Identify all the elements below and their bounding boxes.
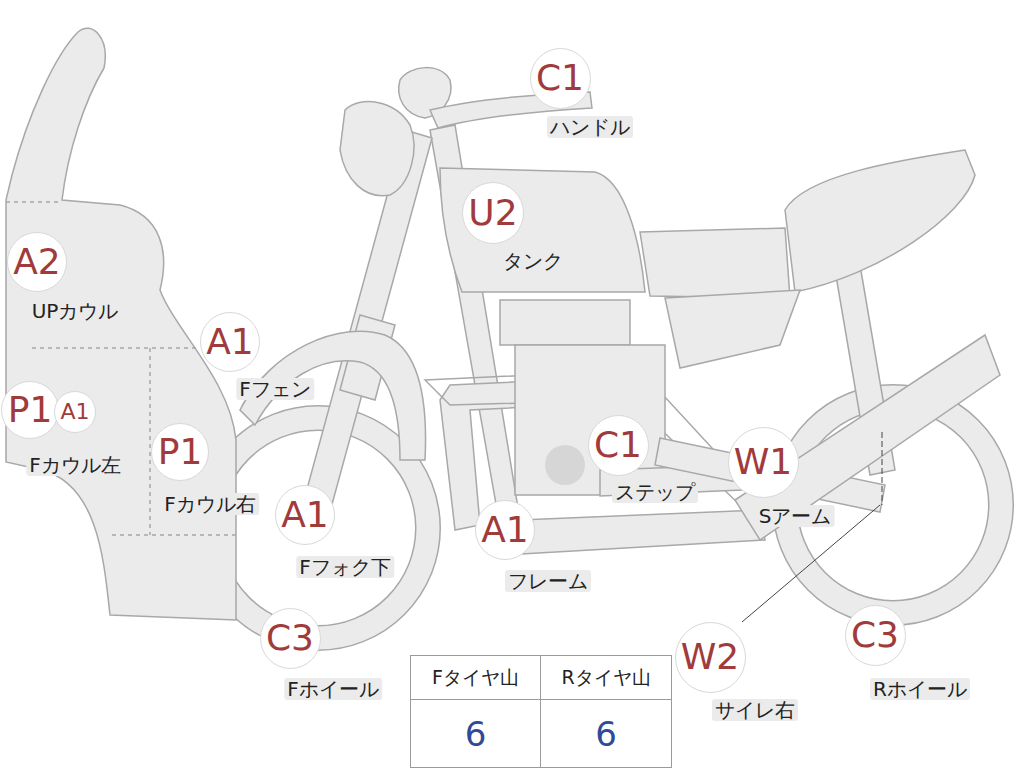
- callout-code: A1: [206, 324, 254, 360]
- callout-circle: U2: [462, 182, 524, 244]
- part-name: Fホイール: [284, 678, 382, 700]
- callout-circle: C1: [530, 48, 591, 109]
- part-name: ハンドル: [547, 116, 633, 138]
- part-name: Fカウル左: [26, 454, 124, 476]
- callout-code: A2: [13, 244, 61, 280]
- callout-circle: C3: [260, 608, 321, 669]
- callout-code: P1: [158, 434, 203, 470]
- callout-circle: A1: [200, 312, 260, 372]
- part-name: Fカウル右: [161, 493, 259, 515]
- part-name: Fフォク下: [296, 556, 394, 578]
- damage-callout: W1Sアーム: [728, 427, 799, 498]
- damage-callout: P1Fカウル左: [1, 381, 59, 439]
- callout-code: P1: [8, 392, 53, 428]
- callout-code: C3: [851, 617, 899, 653]
- callout-code: C3: [266, 620, 314, 656]
- damage-callout: A2UPカウル: [7, 232, 67, 292]
- part-name: フレーム: [505, 570, 591, 592]
- callout-code: C1: [594, 427, 642, 463]
- callout-circle: A2: [7, 232, 67, 292]
- callout-code: W2: [681, 639, 740, 675]
- callout-code: W1: [734, 444, 793, 480]
- callout-circle: W2: [675, 622, 746, 693]
- callout-circle: W1: [728, 427, 799, 498]
- part-name: サイレ右: [712, 699, 798, 721]
- table-header: Fタイヤ山: [410, 655, 541, 700]
- callout-circle: A1: [275, 485, 335, 545]
- damage-callout: C1ステップ: [588, 415, 649, 476]
- damage-callout: P1Fカウル右: [151, 423, 209, 481]
- part-name: Sアーム: [756, 505, 835, 527]
- damage-callout: A1Fフェン: [200, 312, 260, 372]
- callout-code: A1: [60, 401, 89, 423]
- damage-callout: A1フレーム: [475, 500, 535, 560]
- part-name: UPカウル: [29, 300, 122, 322]
- damage-callout: U2タンク: [462, 182, 524, 244]
- damage-callout: C1ハンドル: [530, 48, 591, 109]
- table-value: 6: [410, 699, 541, 768]
- damage-callout: W2サイレ右: [675, 622, 746, 693]
- damage-callout: A1Fフォク下: [275, 485, 335, 545]
- damage-callout: C3Rホイール: [845, 605, 906, 666]
- part-name: Rホイール: [870, 678, 970, 700]
- callout-circle: C3: [845, 605, 906, 666]
- callout-circle: P1: [1, 381, 59, 439]
- callout-code: A1: [281, 497, 329, 533]
- callout-circle: C1: [588, 415, 649, 476]
- part-name: タンク: [500, 250, 566, 272]
- damage-callout: C3Fホイール: [260, 608, 321, 669]
- callout-circle: A1: [54, 391, 96, 433]
- part-name: ステップ: [612, 481, 698, 503]
- table-value: 6: [540, 699, 672, 768]
- callout-code: A1: [481, 512, 529, 548]
- callout-circle: P1: [151, 423, 209, 481]
- table-header: Rタイヤ山: [540, 655, 672, 700]
- callout-code: C1: [536, 60, 584, 96]
- callout-code: U2: [468, 195, 517, 231]
- part-name: Fフェン: [236, 378, 314, 400]
- damage-callout: A1: [54, 391, 96, 433]
- callout-circle: A1: [475, 500, 535, 560]
